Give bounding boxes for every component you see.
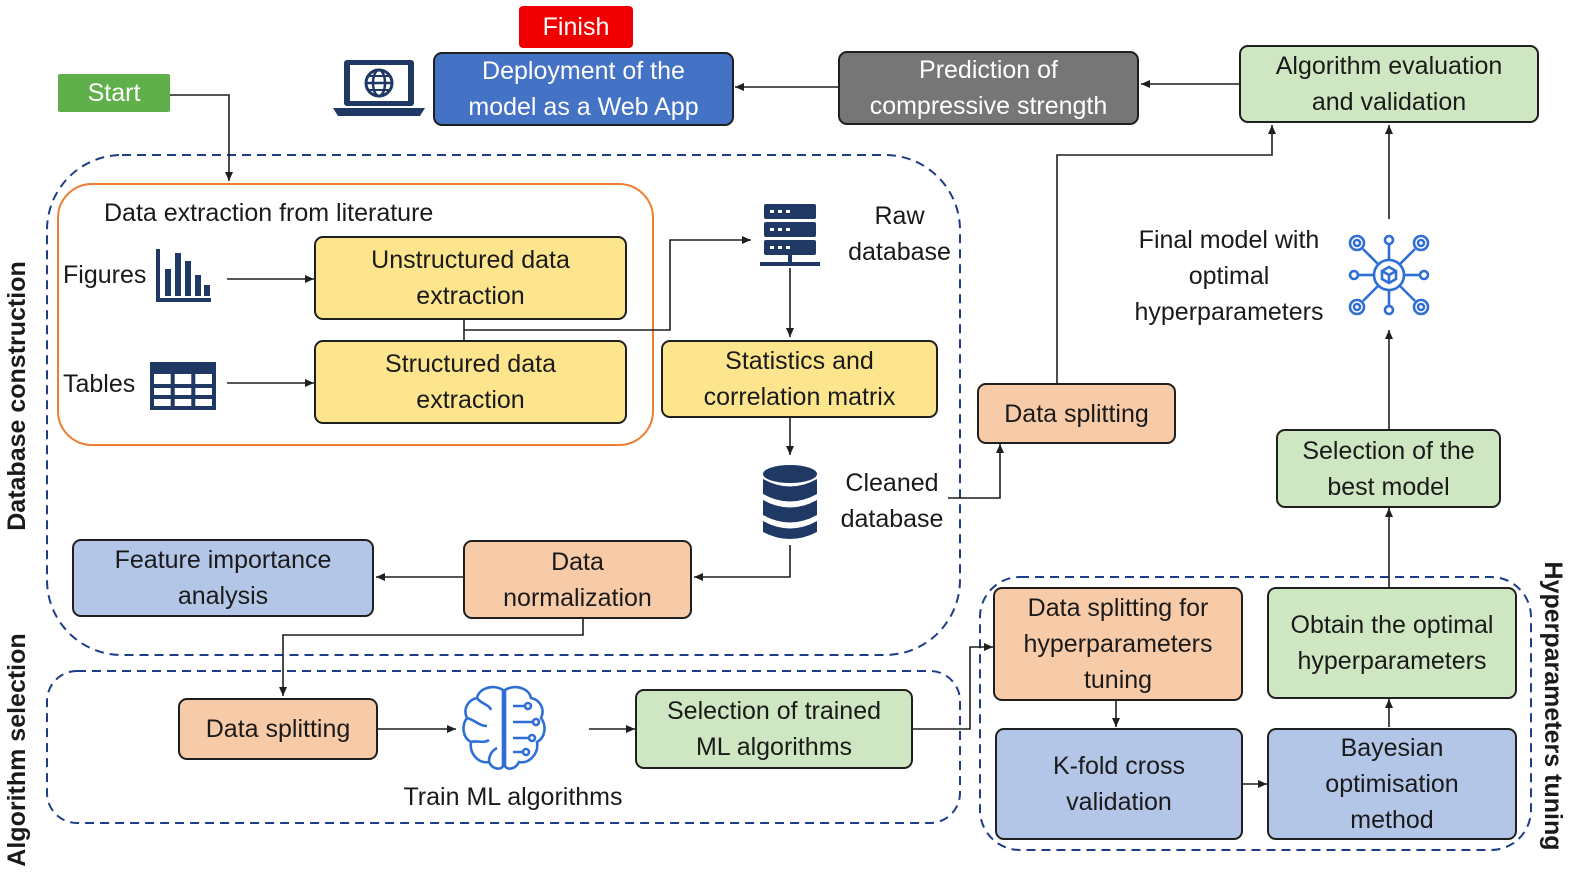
network-cube-icon (1348, 234, 1430, 316)
data-extraction-frame (57, 183, 654, 446)
cleaned-database-label: Cleaned database (840, 469, 944, 533)
data-splitting-hyper-box: Data splitting for hyperparameters tunin… (993, 587, 1243, 701)
splitting-to-evaluation-arrow (1056, 125, 1276, 383)
extraction-to-raw-arrow (464, 236, 751, 331)
table-grid-icon (150, 362, 216, 410)
prediction-box: Prediction of compressive strength (838, 51, 1139, 125)
tables-label: Tables (63, 370, 136, 398)
selection-to-hyper-splitting-arrow (913, 643, 993, 730)
selection-trained-box: Selection of trained ML algorithms (635, 689, 913, 769)
data-splitting-algo-box: Data splitting (178, 698, 378, 760)
hyperparameters-tuning-frame (979, 576, 1532, 851)
statistics-box: Statistics and correlation matrix (661, 340, 938, 418)
hyperparameters-tuning-label: Hyperparameters tuning (1539, 561, 1567, 851)
data-splitting-top-box: Data splitting (977, 383, 1176, 444)
train-ml-label: Train ML algorithms (403, 783, 623, 811)
algorithm-selection-label: Algorithm selection (3, 633, 31, 867)
database-icon (763, 465, 817, 539)
start-badge: Start (58, 74, 170, 112)
database-construction-label: Database construction (3, 261, 31, 531)
bayesian-box: Bayesian optimisation method (1267, 728, 1517, 840)
feature-importance-box: Feature importance analysis (72, 539, 374, 617)
deployment-box: Deployment of the model as a Web App (433, 52, 734, 126)
normalization-to-algo-splitting-arrow (279, 619, 584, 696)
algorithm-evaluation-box: Algorithm evaluation and validation (1239, 45, 1539, 123)
selection-best-model-box: Selection of the best model (1276, 429, 1501, 508)
final-model-label: Final model with optimal hyperparameters (1134, 226, 1324, 326)
structured-extraction-box: Structured data extraction (314, 340, 627, 424)
server-icon (760, 204, 820, 266)
figures-label: Figures (63, 261, 147, 289)
start-to-extraction-arrow (170, 94, 233, 181)
obtain-optimal-box: Obtain the optimal hyperparameters (1267, 587, 1517, 699)
algorithm-selection-frame (46, 670, 961, 824)
bar-chart-icon (156, 249, 211, 302)
database-construction-frame (46, 154, 961, 656)
cleaned-to-splitting-arrow (948, 444, 1004, 499)
laptop-globe-icon (333, 60, 425, 116)
raw-database-label: Raw database (848, 202, 951, 266)
kfold-box: K-fold cross validation (995, 728, 1243, 840)
cleaned-to-normalization-arrow (694, 545, 791, 581)
unstructured-extraction-box: Unstructured data extraction (314, 236, 627, 320)
brain-circuit-icon (462, 685, 546, 770)
finish-badge: Finish (519, 6, 633, 48)
data-normalization-box: Data normalization (463, 540, 692, 619)
data-extraction-title: Data extraction from literature (104, 199, 434, 227)
